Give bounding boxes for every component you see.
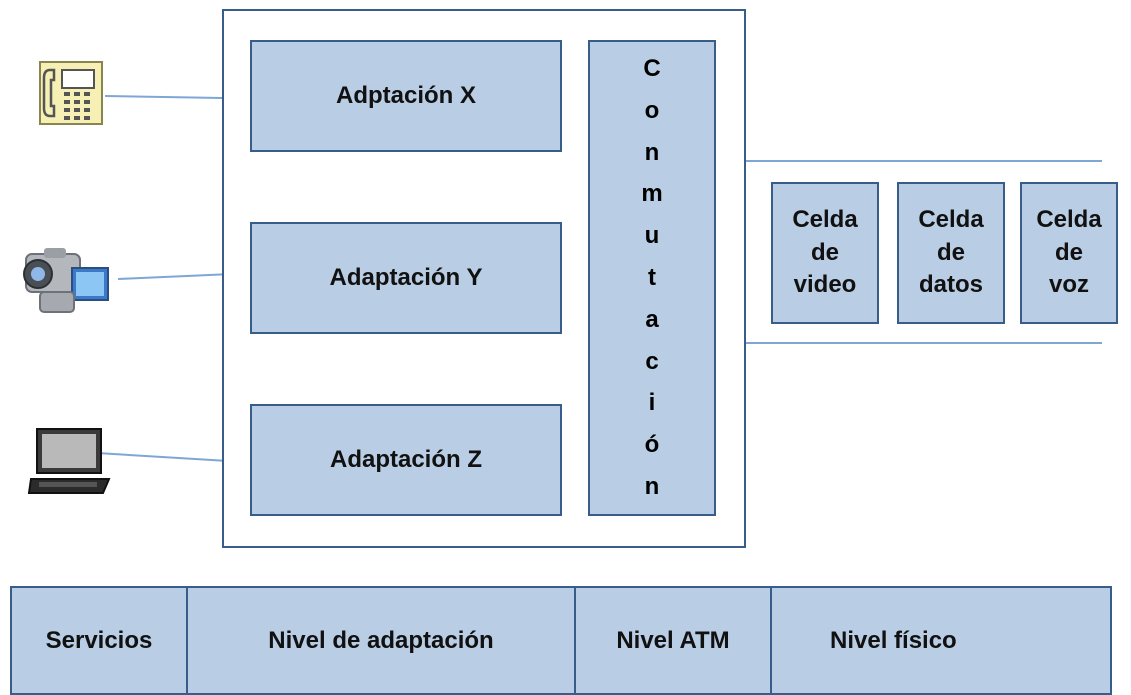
telephone-icon: [38, 60, 104, 126]
cell-word: voz: [1048, 271, 1089, 299]
video-cell: Celda de video: [771, 182, 879, 324]
adaptation-y-box: Adaptación Y: [250, 222, 562, 334]
layer-services: Servicios: [12, 588, 188, 693]
switching-letter: ó: [644, 431, 660, 459]
layer-physical: Nivel físico: [772, 588, 1110, 693]
layer-adaptation: Nivel de adaptación: [188, 588, 576, 693]
cell-word: de: [936, 238, 965, 266]
adaptation-z-box: Adaptación Z: [250, 404, 562, 516]
adaptation-y-label: Adaptación Y: [329, 264, 483, 291]
cell-word: video: [793, 271, 857, 299]
data-cell: Celda de datos: [897, 182, 1005, 324]
switching-letter: c: [645, 347, 659, 375]
video-camera-icon: [12, 238, 112, 330]
trunk-top-line: [746, 160, 1102, 162]
cell-word: datos: [918, 271, 983, 299]
voice-cell: Celda de voz: [1020, 182, 1118, 324]
switching-letter: o: [644, 96, 660, 124]
switching-letter: i: [648, 389, 656, 417]
laptop-icon: [27, 425, 113, 497]
adaptation-z-label: Adaptación Z: [329, 446, 482, 473]
layer-atm-label: Nivel ATM: [616, 626, 730, 654]
switching-letter: m: [641, 180, 663, 208]
switching-letter: n: [644, 138, 660, 166]
cell-word: Celda: [792, 206, 858, 234]
cell-word: de: [810, 238, 839, 266]
layer-atm: Nivel ATM: [576, 588, 772, 693]
cell-word: Celda: [918, 206, 984, 234]
cell-word: de: [1054, 238, 1083, 266]
switching-letter: n: [644, 473, 660, 501]
adaptation-x-label: Adptación X: [335, 82, 476, 109]
switching-box: C o n m u t a c i ó n: [588, 40, 716, 516]
layer-adaptation-label: Nivel de adaptación: [268, 626, 494, 654]
switching-letter: C: [643, 54, 661, 82]
switching-letter: t: [648, 263, 656, 291]
layer-bar: Servicios Nivel de adaptación Nivel ATM …: [10, 586, 1112, 695]
adaptation-x-box: Adptación X: [250, 40, 562, 152]
cell-word: Celda: [1036, 206, 1102, 234]
switching-letter: u: [644, 222, 660, 250]
trunk-bottom-line: [746, 342, 1102, 344]
layer-physical-label: Nivel físico: [830, 626, 957, 654]
layer-services-label: Servicios: [45, 626, 153, 654]
switching-letter: a: [645, 305, 659, 333]
